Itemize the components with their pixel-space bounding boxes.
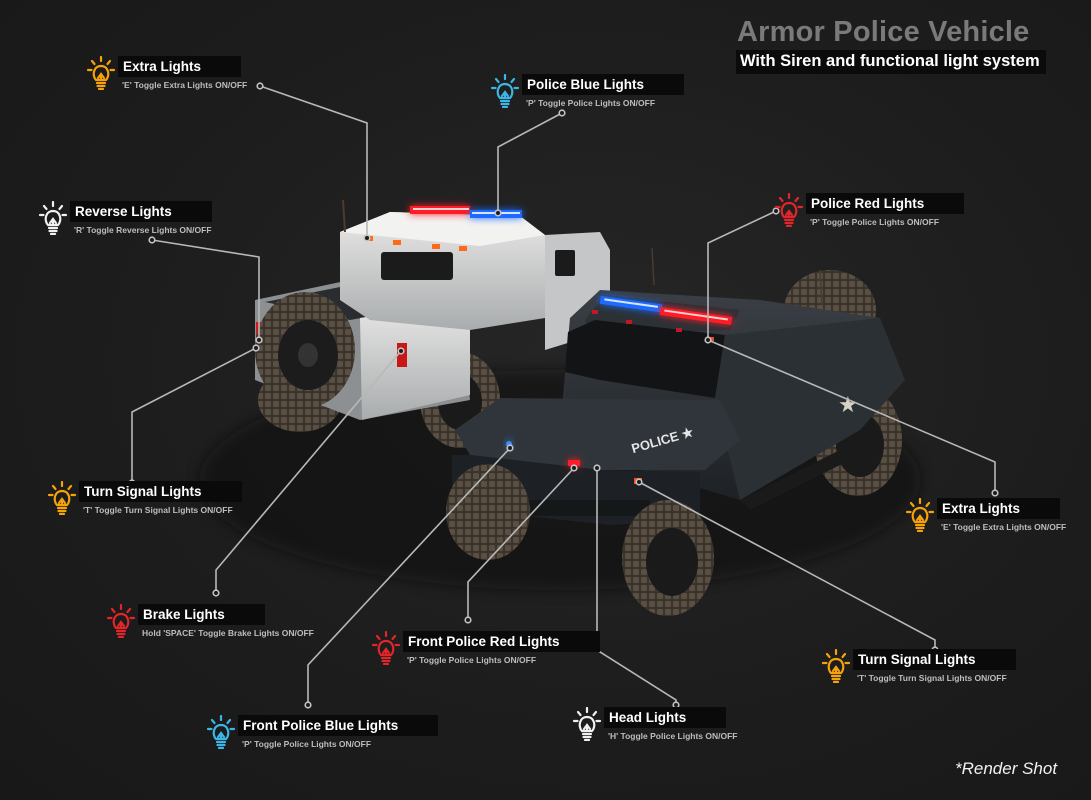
page-subtitle: With Siren and functional light system bbox=[736, 50, 1046, 74]
callout-description: 'P' Toggle Police Lights ON/OFF bbox=[407, 655, 537, 665]
lightbulb-icon bbox=[821, 649, 851, 683]
callout-label: Reverse Lights bbox=[70, 201, 212, 222]
callout-label: Brake Lights bbox=[138, 604, 265, 625]
callout-label: Police Red Lights bbox=[806, 193, 965, 214]
lightbulb-icon bbox=[905, 498, 935, 532]
callout-description: 'E' Toggle Extra Lights ON/OFF bbox=[122, 80, 248, 90]
callout-description: 'T' Toggle Turn Signal Lights ON/OFF bbox=[83, 505, 233, 515]
callout-description: Hold 'SPACE' Toggle Brake Lights ON/OFF bbox=[142, 628, 314, 638]
lightbulb-icon bbox=[86, 56, 116, 90]
lightbulb-icon bbox=[371, 631, 401, 665]
callout-description: 'R' Toggle Reverse Lights ON/OFF bbox=[74, 225, 212, 235]
callout-label: Turn Signal Lights bbox=[79, 481, 242, 502]
callout-description: 'E' Toggle Extra Lights ON/OFF bbox=[941, 522, 1067, 532]
callout-label: Front Police Blue Lights bbox=[238, 715, 439, 736]
callout-label: Front Police Red Lights bbox=[403, 631, 600, 652]
lightbulb-icon bbox=[47, 481, 77, 515]
callout-description: 'H' Toggle Police Lights ON/OFF bbox=[608, 731, 738, 741]
leader-endpoints bbox=[128, 82, 999, 709]
svg-text:★: ★ bbox=[838, 393, 858, 418]
lightbulb-icon bbox=[572, 707, 602, 741]
callout-label: Extra Lights bbox=[118, 56, 242, 77]
callout-description: 'P' Toggle Police Lights ON/OFF bbox=[242, 739, 372, 749]
black-vehicle: ★ POLICE ★ bbox=[446, 247, 905, 616]
lightbulb-icon bbox=[490, 74, 520, 108]
lightbulb-icon bbox=[774, 193, 804, 227]
callout-description: 'P' Toggle Police Lights ON/OFF bbox=[526, 98, 656, 108]
callout-label: Police Blue Lights bbox=[522, 74, 685, 95]
callout-description: 'T' Toggle Turn Signal Lights ON/OFF bbox=[857, 673, 1007, 683]
callout-label: Turn Signal Lights bbox=[853, 649, 1016, 670]
callout-label: Extra Lights bbox=[937, 498, 1061, 519]
lightbulb-icon bbox=[106, 604, 136, 638]
callout-label: Head Lights bbox=[604, 707, 727, 728]
render-shot-note: *Render Shot bbox=[955, 759, 1058, 778]
lightbulb-icon bbox=[206, 715, 236, 749]
callout-description: 'P' Toggle Police Lights ON/OFF bbox=[810, 217, 940, 227]
page-title: Armor Police Vehicle bbox=[737, 16, 1030, 48]
lightbulb-icon bbox=[38, 201, 68, 235]
leader-lines bbox=[131, 85, 996, 705]
